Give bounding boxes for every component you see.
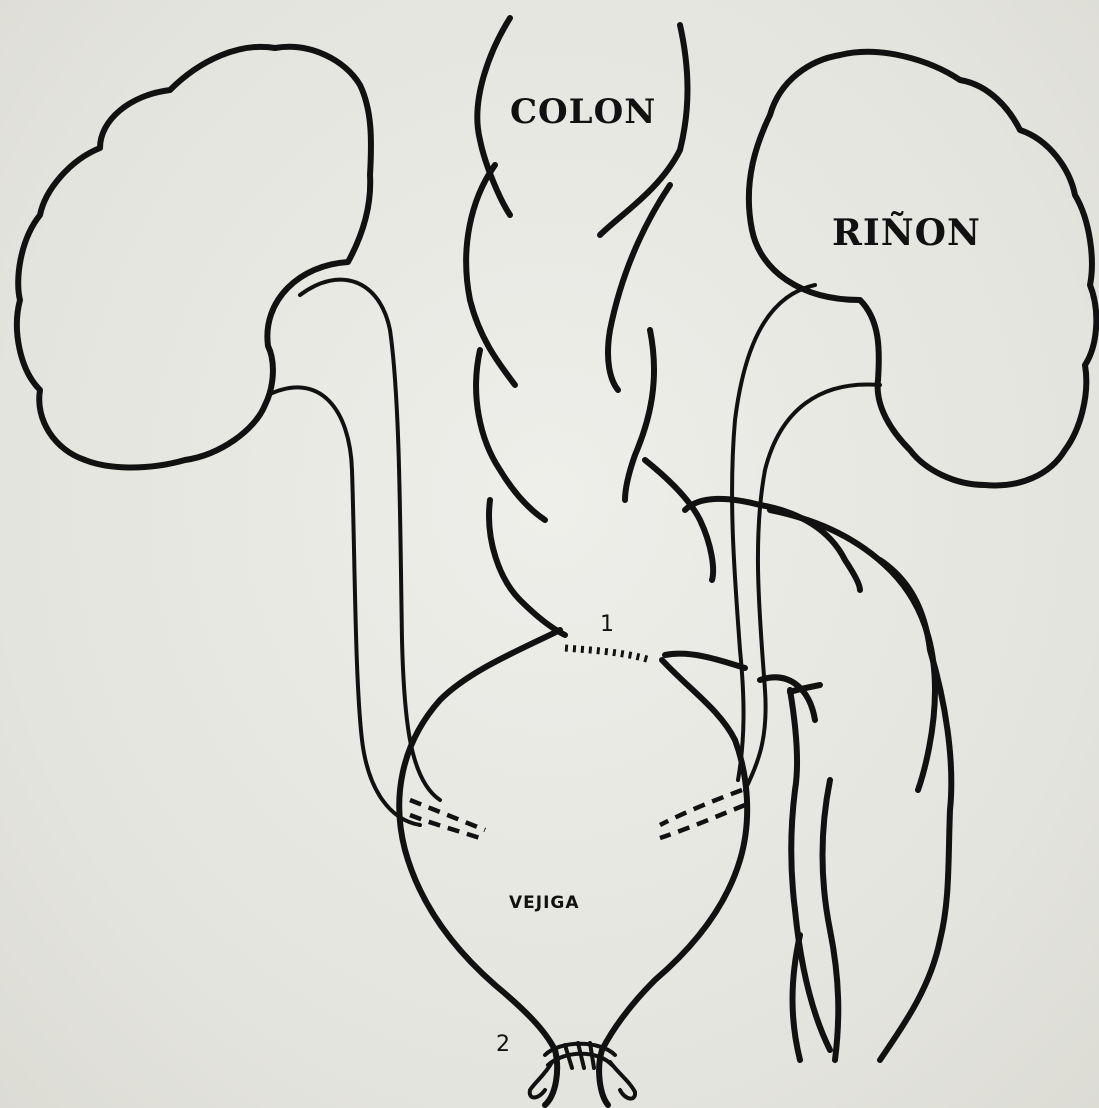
anastomosis-1: [565, 648, 650, 660]
colon-label: COLON: [510, 92, 656, 132]
ureter-implant-left: [410, 800, 485, 838]
ligature-2: [530, 1043, 635, 1099]
kidney-label: RIÑON: [832, 212, 981, 254]
marker-2-label: 2: [496, 1032, 510, 1057]
bladder-label: VEJIGA: [509, 893, 580, 913]
left-kidney: [17, 47, 440, 825]
ureter-implant-right: [660, 790, 745, 838]
bladder: [399, 630, 820, 1105]
marker-1-label: 1: [600, 612, 614, 637]
